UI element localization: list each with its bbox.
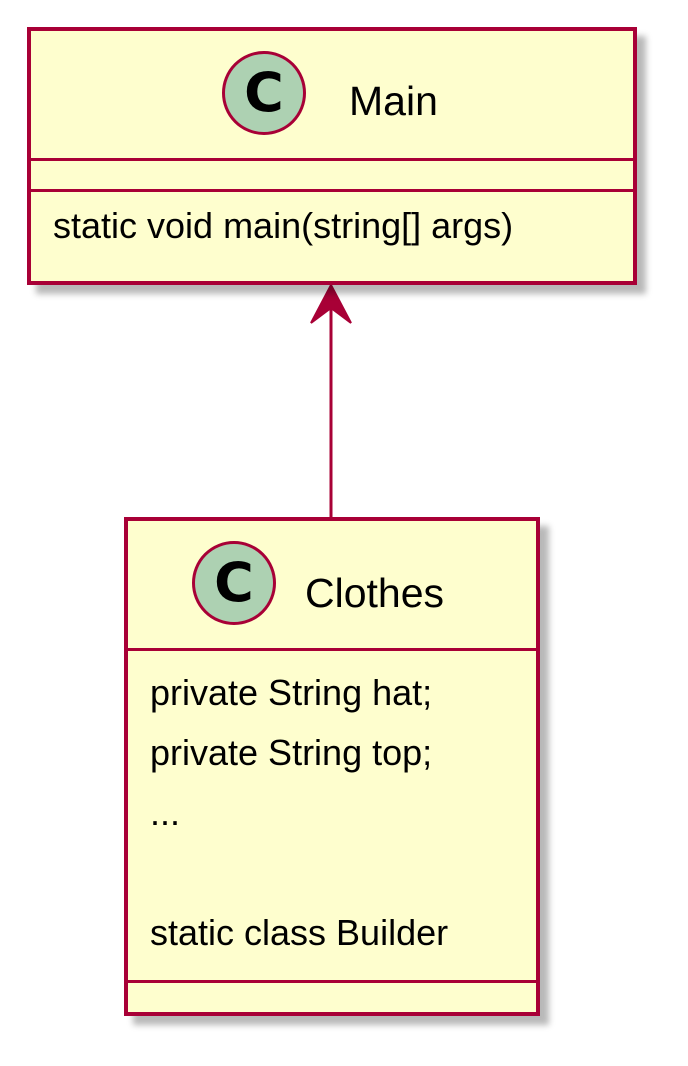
- class-main-name: Main: [349, 78, 438, 124]
- class-main[interactable]: C Main static void main(string[] args): [27, 27, 637, 285]
- class-main-header: C Main: [31, 31, 633, 161]
- class-clothes-field: ...: [150, 792, 181, 833]
- class-clothes-field: private String hat;: [150, 672, 433, 713]
- class-main-fields: [31, 161, 633, 192]
- class-clothes-field: private String top;: [150, 732, 433, 773]
- class-main-method: static void main(string[] args): [53, 205, 514, 246]
- class-clothes-methods: [128, 983, 536, 1011]
- arrowhead-icon: [310, 282, 352, 324]
- class-clothes[interactable]: C Clothes private String hat; private St…: [124, 517, 540, 1016]
- class-clothes-field-blank: [128, 843, 536, 903]
- class-c-icon: C: [192, 541, 276, 625]
- class-clothes-fields: private String hat; private String top; …: [128, 651, 536, 983]
- class-main-methods: static void main(string[] args): [31, 192, 633, 256]
- class-clothes-field: static class Builder: [150, 912, 449, 953]
- class-clothes-name: Clothes: [305, 570, 445, 616]
- class-c-icon: C: [222, 51, 306, 135]
- class-clothes-header: C Clothes: [128, 521, 536, 651]
